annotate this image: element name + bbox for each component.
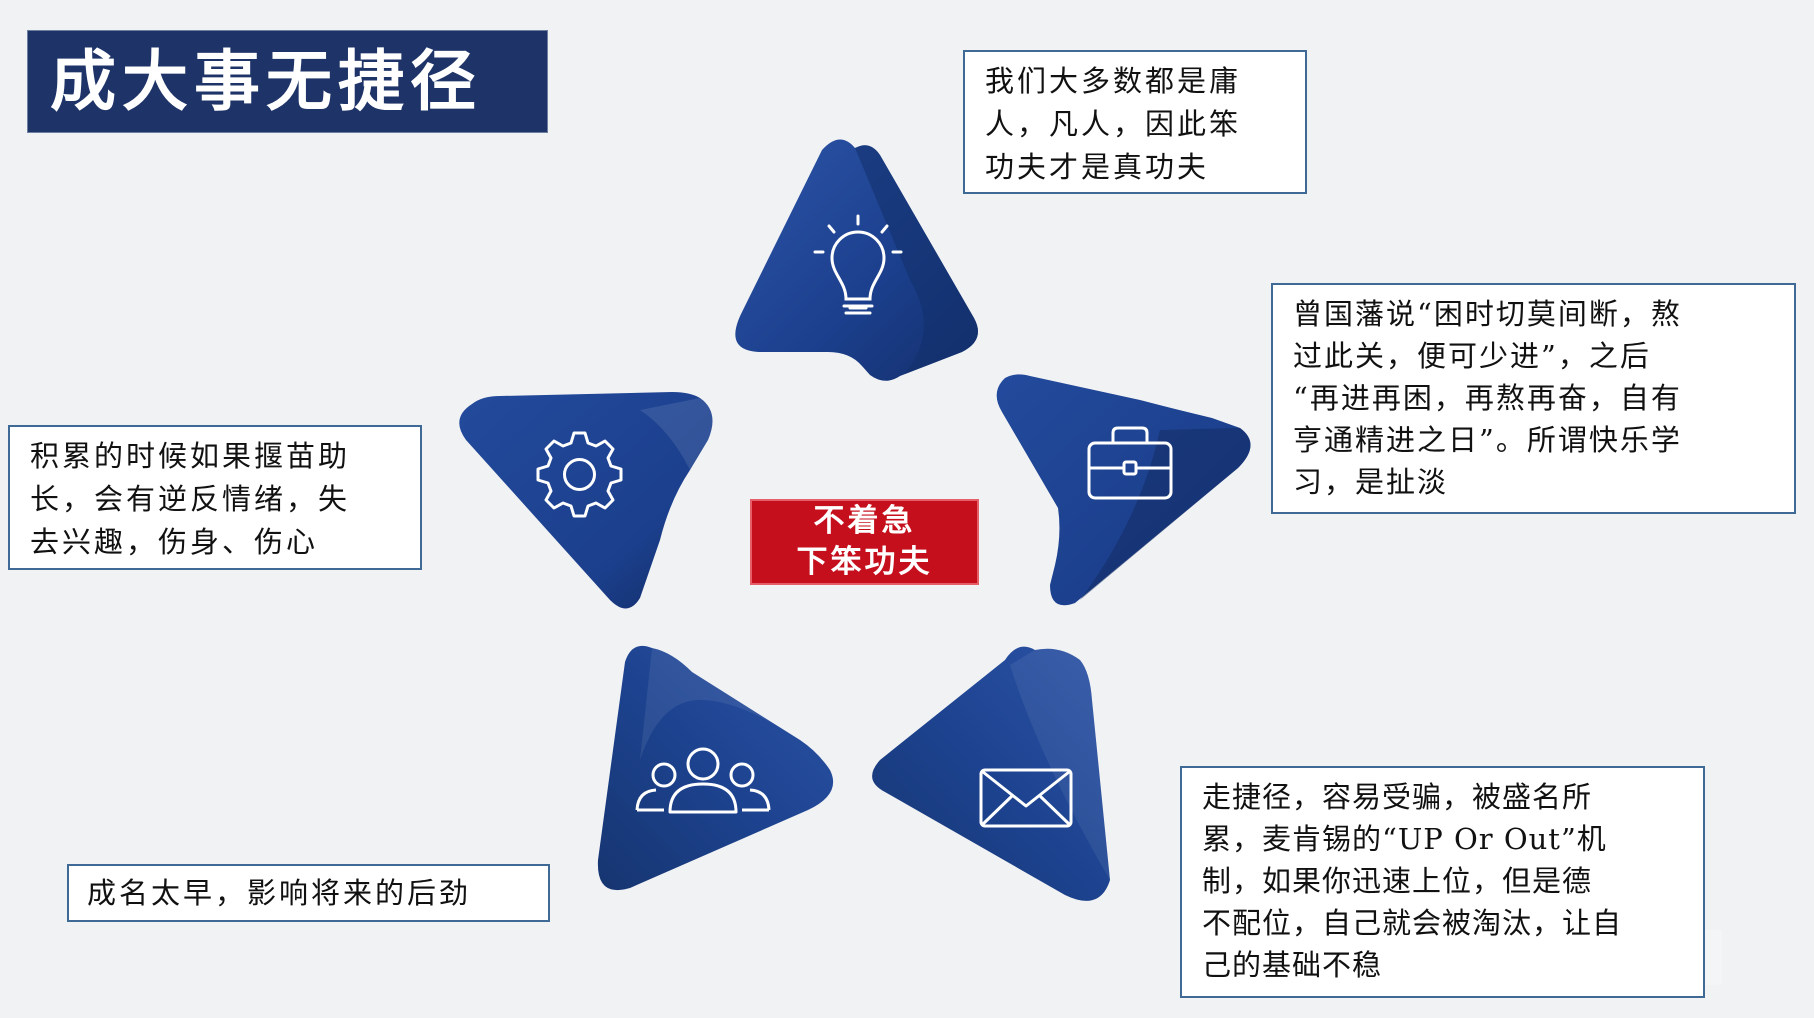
gear-icon [536,431,623,518]
petal-bottom-right [872,646,1110,901]
note-bottom-left: 成名太早，影响将来的后劲 [67,864,550,922]
petal-bottom-left [597,645,834,891]
note-top: 我们大多数都是庸 人，凡人，因此笨 功夫才是真功夫 [963,50,1307,194]
note-left: 积累的时候如果揠苗助 长，会有逆反情绪，失 去兴趣，伤身、伤心 [8,425,422,570]
center-label-box: 不着急 下笨功夫 [750,499,979,585]
petal-top [735,139,978,381]
petal-right [996,374,1251,606]
people-icon [635,747,771,814]
title-banner: 成大事无捷径 [27,30,548,133]
petal-left [459,392,713,609]
note-bottom-right: 走捷径，容易受骗，被盛名所 累，麦肯锡的“UP Or Out”机 制，如果你迅速… [1180,766,1705,998]
note-right: 曾国藩说“困时切莫间断，熬 过此关，便可少进”，之后 “再进再困，再熬再奋，自有… [1271,283,1796,514]
envelope-icon [979,768,1073,828]
lightbulb-icon [813,214,903,315]
briefcase-icon [1087,426,1173,500]
center-label-line2: 下笨功夫 [796,544,933,580]
page-title: 成大事无捷径 [50,42,482,120]
center-label-line1: 不着急 [813,503,916,539]
